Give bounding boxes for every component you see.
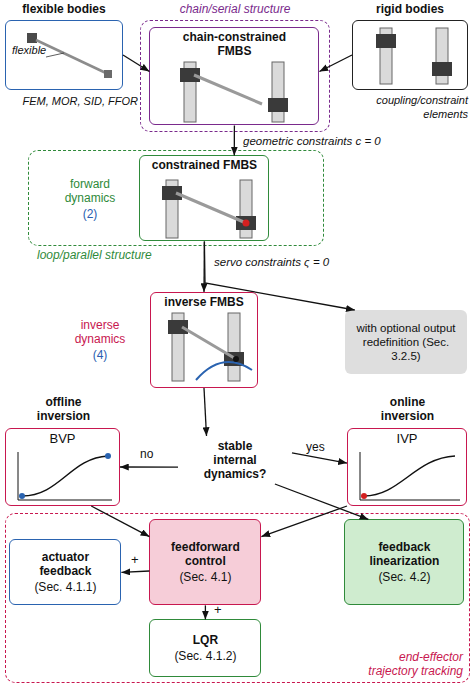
box-heading: rigid bodies (349, 2, 471, 16)
part-label: flexible (12, 43, 46, 57)
box-heading: online inversion (365, 395, 450, 423)
box-title: chain-constrained FMBS (174, 30, 294, 58)
decision-text: stable internal dynamics? (178, 436, 292, 484)
end-effector-dot (243, 220, 250, 227)
edge-label: yes (306, 440, 325, 454)
box-title: actuator feedback (15, 550, 115, 578)
flexible-beam (36, 40, 108, 74)
linear-rail (172, 313, 184, 381)
box-title: inverse FMBS (164, 295, 243, 309)
equation-ref: (4) (56, 348, 144, 362)
edge-label: + (214, 603, 222, 617)
rail-cart (236, 216, 256, 230)
plot-axes (360, 452, 460, 500)
linear-rail (184, 62, 196, 122)
flow-arrow (204, 388, 207, 436)
trajectory-curve (196, 362, 252, 380)
link-arm (194, 75, 262, 104)
decision-question: stable internal dynamics? (195, 439, 275, 481)
note-box: with optional output redefinition (Sec. … (345, 310, 467, 374)
flow-arrow (234, 125, 235, 155)
section-ref: (Sec. 4.2) (378, 570, 430, 584)
control-box: feedback linearization (Sec. 4.2) (344, 519, 464, 605)
tip-mass (104, 70, 112, 78)
end-effector-dot (233, 356, 239, 362)
model-box: chain-constrained FMBS (149, 27, 319, 125)
flow-arrow (205, 605, 206, 619)
link-arm (176, 193, 246, 223)
body-box: flexible bodiesflexible (5, 20, 123, 90)
control-box: feedforward control (Sec. 4.1) (149, 519, 261, 605)
flow-arrow (121, 571, 149, 572)
flow-arrow (204, 241, 354, 310)
method-box: online inversionIVP (347, 428, 467, 506)
model-box: inverse FMBS (150, 292, 258, 388)
note-text: with optional output redefinition (Sec. … (354, 321, 458, 363)
rail-cart (224, 352, 244, 366)
equation-ref: (2) (47, 207, 133, 221)
linear-rail (240, 180, 252, 238)
flow-arrow (120, 466, 178, 468)
region-label: loop/parallel structure (37, 248, 257, 262)
region-label: end-effector trajectory tracking (351, 650, 463, 678)
box-title: feedback linearization (350, 540, 458, 568)
structure-region: forward dynamics(2)loop/parallel structu… (28, 150, 324, 246)
rail-cart (168, 320, 188, 334)
edge-label: no (140, 447, 153, 461)
flow-arrow (123, 55, 149, 71)
flow-arrow (203, 241, 205, 292)
linear-rail (166, 180, 178, 238)
section-ref: (Sec. 4.1.2) (174, 649, 236, 663)
dynamics-label: forward dynamics (47, 177, 133, 205)
region-label: chain/serial structure (141, 2, 329, 16)
section-ref: (Sec. 4.1) (179, 570, 231, 584)
plot-curve (22, 456, 108, 496)
box-title: BVP (49, 432, 75, 446)
plot-curve (364, 456, 455, 496)
boundary-dot (19, 493, 25, 499)
flow-arrow (91, 506, 149, 537)
rail-cart (432, 62, 452, 76)
link-arm (182, 327, 236, 359)
method-list: FEM, MOR, SID, FFOR (16, 94, 138, 108)
rail-cart (268, 98, 288, 112)
control-box: LQR (Sec. 4.1.2) (149, 619, 261, 677)
method-box: offline inversionBVP (5, 428, 120, 506)
dynamics-label: inverse dynamics (56, 318, 144, 346)
boundary-dot (105, 453, 111, 459)
joint-block (27, 33, 37, 43)
box-title: feedforward control (155, 540, 255, 568)
rail-cart (376, 34, 396, 48)
initial-dot (361, 493, 367, 499)
box-title: LQR (193, 633, 218, 647)
box-title: constrained FMBS (152, 158, 257, 172)
element-note: coupling/constraint elements (346, 93, 468, 121)
structure-region: chain/serial structurechain-constrained … (140, 20, 330, 132)
linear-rail (380, 28, 392, 84)
body-box: rigid bodies (352, 20, 468, 90)
flow-arrow (319, 55, 352, 71)
box-heading: flexible bodies (2, 2, 126, 16)
box-title: IVP (397, 432, 418, 446)
rail-cart (162, 186, 182, 200)
section-ref: (Sec. 4.1.1) (34, 580, 96, 594)
linear-rail (272, 62, 284, 122)
control-box: actuator feedback (Sec. 4.1.1) (9, 539, 121, 605)
flow-arrow (275, 484, 368, 519)
linear-rail (228, 313, 240, 381)
rail-cart (180, 68, 200, 82)
plot-axes (18, 452, 112, 500)
leader-line (46, 53, 64, 57)
box-heading: offline inversion (21, 395, 106, 423)
edge-label: geometric constraints c = 0 (243, 134, 381, 148)
flow-arrow (292, 453, 347, 463)
model-box: constrained FMBS (139, 155, 269, 241)
linear-rail (436, 28, 448, 84)
edge-label: + (131, 553, 139, 567)
edge-label: servo constraints ς = 0 (214, 255, 329, 269)
flow-arrow (261, 506, 347, 537)
control-region: end-effector trajectory tracking actuator… (5, 513, 470, 683)
